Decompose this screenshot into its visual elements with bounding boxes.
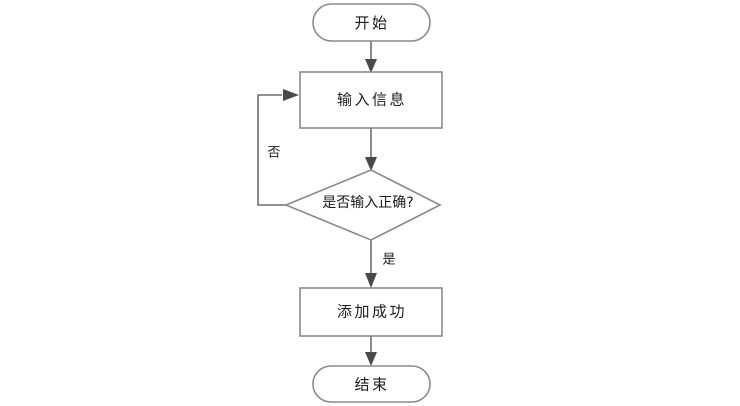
node-input-info[interactable]: 输入信息: [299, 71, 443, 129]
edge-success-to-end: [365, 336, 377, 366]
node-end-label: 结束: [354, 376, 389, 394]
node-is-input-correct[interactable]: 是否输入正确?: [283, 169, 442, 241]
node-start-label: 开始: [354, 14, 389, 32]
edge-decision-no-loop-line: [257, 94, 286, 206]
arrow-head-icon: [365, 59, 377, 73]
arrow-head-icon: [283, 89, 299, 101]
edge-label-yes: 是: [382, 253, 395, 268]
edge-label-no: 否: [267, 146, 280, 161]
arrow-head-icon: [365, 157, 377, 171]
node-start-shape[interactable]: [312, 3, 431, 42]
node-add-success-shape[interactable]: [299, 287, 443, 337]
node-add-success[interactable]: 添加成功: [299, 287, 443, 337]
node-input-info-shape[interactable]: [299, 71, 443, 129]
edge-input-to-decision: [365, 128, 377, 171]
edge-decision-no-loop: [257, 89, 299, 206]
node-is-input-correct-label: 是否输入正确?: [322, 195, 413, 211]
node-end[interactable]: 结束: [312, 365, 431, 403]
arrow-head-icon: [365, 352, 377, 366]
node-start[interactable]: 开始: [312, 3, 431, 42]
arrow-head-icon: [365, 273, 377, 288]
edge-decision-yes: [365, 240, 377, 288]
node-is-input-correct-shape[interactable]: [283, 169, 442, 241]
node-add-success-label: 添加成功: [337, 303, 407, 321]
edge-start-to-input: [365, 41, 377, 73]
node-end-shape[interactable]: [312, 365, 431, 403]
node-input-info-label: 输入信息: [337, 91, 407, 109]
